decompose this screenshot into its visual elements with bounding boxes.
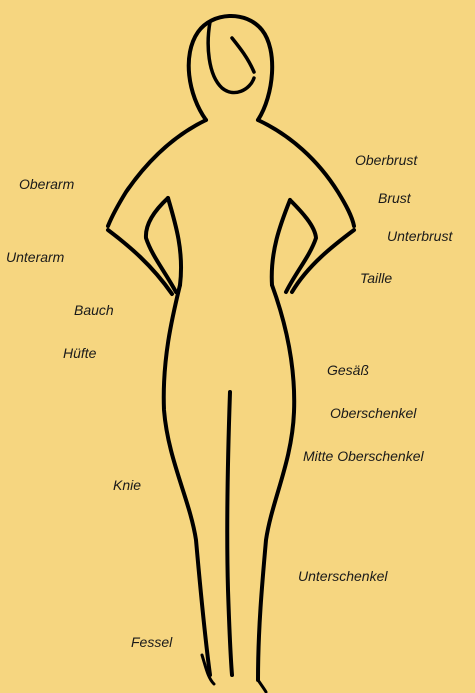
right-shoulder-arm [258,120,354,226]
label-bauch: Bauch [74,302,114,318]
hair-outline [189,16,272,120]
left-hip-leg [164,285,210,675]
label-fessel: Fessel [131,634,172,650]
right-forearm [292,230,354,292]
label-knie: Knie [113,477,141,493]
label-oberschenkel: Oberschenkel [330,405,416,421]
hair-strand [232,38,254,72]
right-hip-leg [258,285,294,680]
label-taille: Taille [360,270,392,286]
right-waist [272,200,290,285]
inner-leg-line [227,392,232,675]
label-unterbrust: Unterbrust [387,228,452,244]
label-unterarm: Unterarm [6,249,64,265]
left-forearm [108,230,172,294]
left-waist [168,198,181,285]
label-brust: Brust [378,190,411,206]
right-ankle [258,680,266,692]
label-unterschenkel: Unterschenkel [298,568,388,584]
label-oberbrust: Oberbrust [355,152,417,168]
label-huefte: Hüfte [63,345,96,361]
label-gesaess: Gesäß [327,362,369,378]
label-mitte-oberschenkel: Mitte Oberschenkel [303,448,424,464]
label-oberarm: Oberarm [19,176,74,192]
